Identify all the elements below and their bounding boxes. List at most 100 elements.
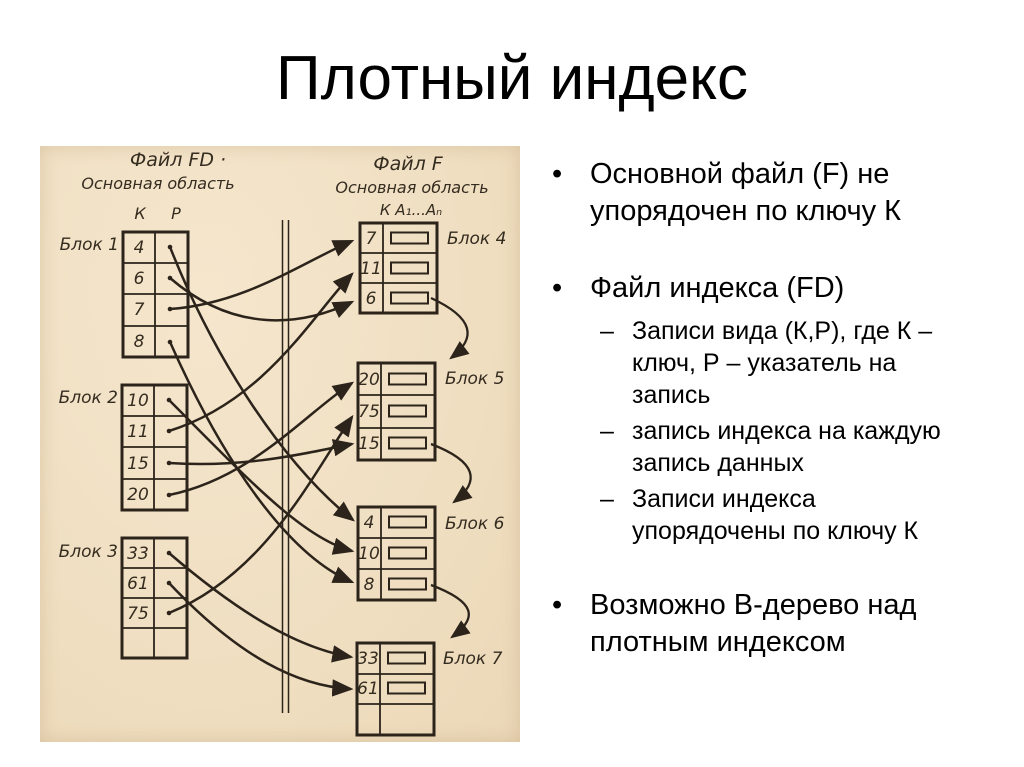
dash-marker: – <box>600 417 614 445</box>
bullet-marker: • <box>552 158 563 190</box>
chain-block6-block7 <box>430 583 471 639</box>
f-block-5: Блок 5 20 75 15 <box>356 361 504 462</box>
key-cell: 4 <box>134 238 145 258</box>
arrow-key-10 <box>168 399 355 555</box>
table-frame <box>356 505 437 602</box>
block-label: Блок 1 <box>60 235 119 255</box>
key-cell: 10 <box>358 544 380 564</box>
record-slot <box>388 404 427 418</box>
list-item: – Записи вида (К,Р), где К – ключ, Р – у… <box>540 315 1012 411</box>
record-slot <box>387 681 426 695</box>
arrow-key-6 <box>169 277 355 322</box>
key-cell: 10 <box>127 391 149 411</box>
fd-col-k: К <box>134 204 146 223</box>
key-cell: 20 <box>358 370 380 390</box>
dense-index-diagram: Файл FD · Основная область К Р Блок 1 4 … <box>59 149 506 737</box>
f-block-4: Блок 4 7 11 6 <box>358 221 506 315</box>
key-cell: 8 <box>134 332 145 352</box>
record-slot <box>387 651 426 665</box>
arrow-key-33 <box>168 552 354 663</box>
block-chain-arrows <box>430 296 473 639</box>
list-item: – запись индекса на каждую запись данных <box>540 415 1012 479</box>
fd-file-subtitle: Основная область <box>81 174 234 193</box>
list-item: • Возможно В-дерево над плотным индексом <box>540 587 1012 661</box>
key-cell: 15 <box>358 434 380 454</box>
f-col-header: К А₁...Аₙ <box>380 201 442 219</box>
fd-block-1: Блок 1 4 6 7 8 <box>60 230 190 359</box>
record-slot <box>390 291 429 305</box>
sub-bullet-text: запись индекса на каждую запись данных <box>632 417 941 477</box>
record-slot <box>390 261 429 275</box>
key-cell: 61 <box>357 679 379 699</box>
chain-block5-block6 <box>430 442 473 504</box>
table-frame <box>358 221 439 315</box>
bullet-marker: • <box>552 589 563 621</box>
bullet-marker: • <box>552 272 563 304</box>
list-item: – Записи индекса упорядочены по ключу К <box>540 483 1012 547</box>
block-label: Блок 4 <box>447 229 506 249</box>
index-file-fd: Файл FD · Основная область К Р Блок 1 4 … <box>59 149 235 660</box>
record-slot <box>390 231 429 245</box>
dash-marker: – <box>600 317 614 345</box>
arrow-key-11 <box>168 272 354 433</box>
record-slot <box>388 577 427 591</box>
key-cell: 7 <box>134 300 145 320</box>
key-cell: 15 <box>127 454 149 474</box>
dense-index-figure: Файл FD · Основная область К Р Блок 1 4 … <box>40 146 520 742</box>
block-label: Блок 6 <box>445 514 505 534</box>
pointer-arrows <box>168 239 355 697</box>
record-slot <box>388 515 427 529</box>
fd-col-p: Р <box>171 204 181 223</box>
arrow-key-15 <box>168 439 355 466</box>
arrow-key-4 <box>168 246 355 522</box>
arrow-key-7 <box>169 239 355 311</box>
f-block-7: Блок 7 33 61 <box>355 641 503 737</box>
fd-block-2: Блок 2 10 11 15 20 <box>59 383 189 512</box>
key-cell: 6 <box>134 269 145 289</box>
key-cell: 75 <box>127 604 149 624</box>
table-frame <box>355 641 436 737</box>
list-item: • Файл индекса (FD) <box>540 270 1012 307</box>
key-cell: 61 <box>127 574 149 594</box>
block-label: Блок 3 <box>59 542 118 562</box>
key-cell: 8 <box>364 575 375 595</box>
chain-block4-block5 <box>430 296 470 360</box>
page-title: Плотный индекс <box>276 44 748 113</box>
key-cell: 6 <box>366 289 377 309</box>
bullet-text: Основной файл (F) не упорядочен по ключу… <box>590 158 902 227</box>
f-block-6: Блок 6 4 10 8 <box>356 505 505 602</box>
key-cell: 4 <box>364 513 375 533</box>
dash-marker: – <box>600 485 614 513</box>
record-slot <box>388 546 427 560</box>
arrow-key-61 <box>168 582 354 697</box>
key-cell: 33 <box>357 649 379 669</box>
bullet-text: Файл индекса (FD) <box>590 272 845 304</box>
key-cell: 11 <box>360 259 382 279</box>
list-item: • Основной файл (F) не упорядочен по клю… <box>540 156 1012 230</box>
key-cell: 7 <box>366 229 377 249</box>
sub-bullet-list: – Записи вида (К,Р), где К – ключ, Р – у… <box>540 315 1012 547</box>
sub-bullet-text: Записи вида (К,Р), где К – ключ, Р – ука… <box>632 317 933 409</box>
bullet-text: Возможно В-дерево над плотным индексом <box>590 589 917 658</box>
key-cell: 33 <box>127 544 149 564</box>
bullet-list: • Основной файл (F) не упорядочен по клю… <box>540 150 1012 661</box>
f-file-title: Файл F <box>373 153 444 175</box>
data-file-f: Файл F Основная область К А₁...Аₙ Блок 4… <box>335 153 506 737</box>
table-frame <box>356 361 437 462</box>
record-slot <box>388 436 427 450</box>
key-cell: 75 <box>358 402 380 422</box>
f-file-subtitle: Основная область <box>335 178 488 197</box>
key-cell: 20 <box>127 485 149 505</box>
fd-file-title: Файл FD · <box>130 149 226 171</box>
fd-block-3: Блок 3 33 61 75 <box>59 536 189 660</box>
block-label: Блок 7 <box>443 649 503 669</box>
separator-double-line <box>281 220 290 713</box>
record-slot <box>388 372 427 386</box>
block-label: Блок 2 <box>59 388 118 408</box>
block-label: Блок 5 <box>445 369 504 389</box>
key-cell: 11 <box>127 422 149 442</box>
arrow-key-75 <box>168 414 354 615</box>
sub-bullet-text: Записи индекса упорядочены по ключу К <box>632 485 919 545</box>
arrow-key-8 <box>168 341 355 584</box>
arrow-key-20 <box>168 381 355 497</box>
